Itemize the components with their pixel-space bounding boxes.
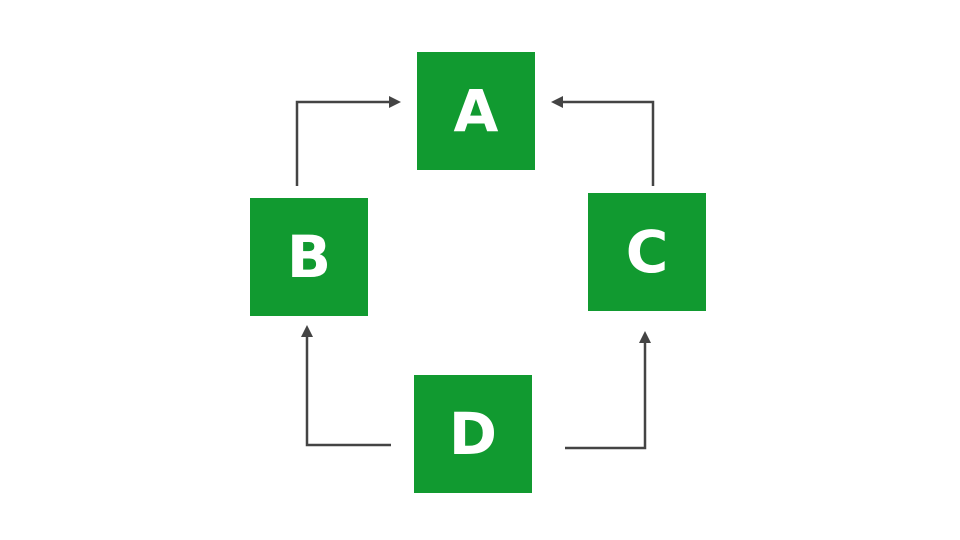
node-c-label: C <box>625 218 669 286</box>
edge-d-to-c <box>565 331 651 450</box>
edge-b-to-a <box>295 96 401 186</box>
node-a: A <box>417 52 535 170</box>
node-c: C <box>588 193 706 311</box>
node-b-label: B <box>286 223 332 291</box>
edge-c-to-a <box>551 96 655 186</box>
node-d: D <box>414 375 532 493</box>
node-a-label: A <box>453 77 499 145</box>
edge-d-to-b <box>301 325 391 447</box>
node-d-label: D <box>448 400 498 468</box>
node-b: B <box>250 198 368 316</box>
